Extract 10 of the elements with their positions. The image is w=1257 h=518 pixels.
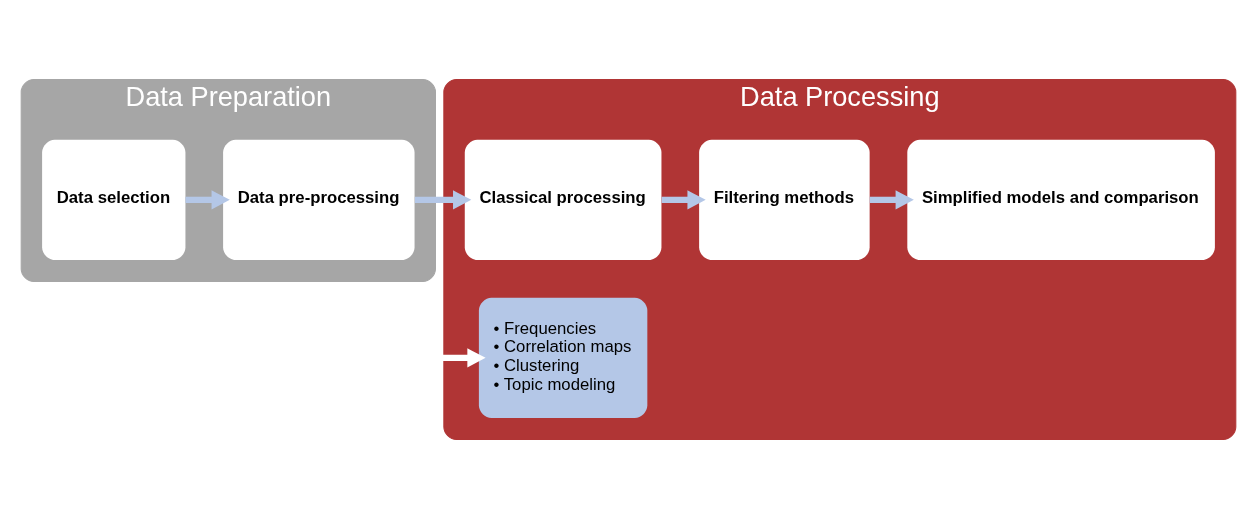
node-box: • Frequencies • Correlation maps • Clustering • Topic modeling <box>478 297 648 418</box>
arrow <box>869 189 914 209</box>
node-box: Simplified models and comparison <box>907 139 1215 260</box>
node-box: Data pre-processing <box>223 139 415 260</box>
arrow <box>414 189 472 209</box>
node-box: Classical processing <box>464 139 662 260</box>
node-box: Data selection <box>42 139 186 260</box>
node-box: Filtering methods <box>699 139 870 260</box>
arrow <box>661 189 706 209</box>
arrow <box>185 189 230 209</box>
